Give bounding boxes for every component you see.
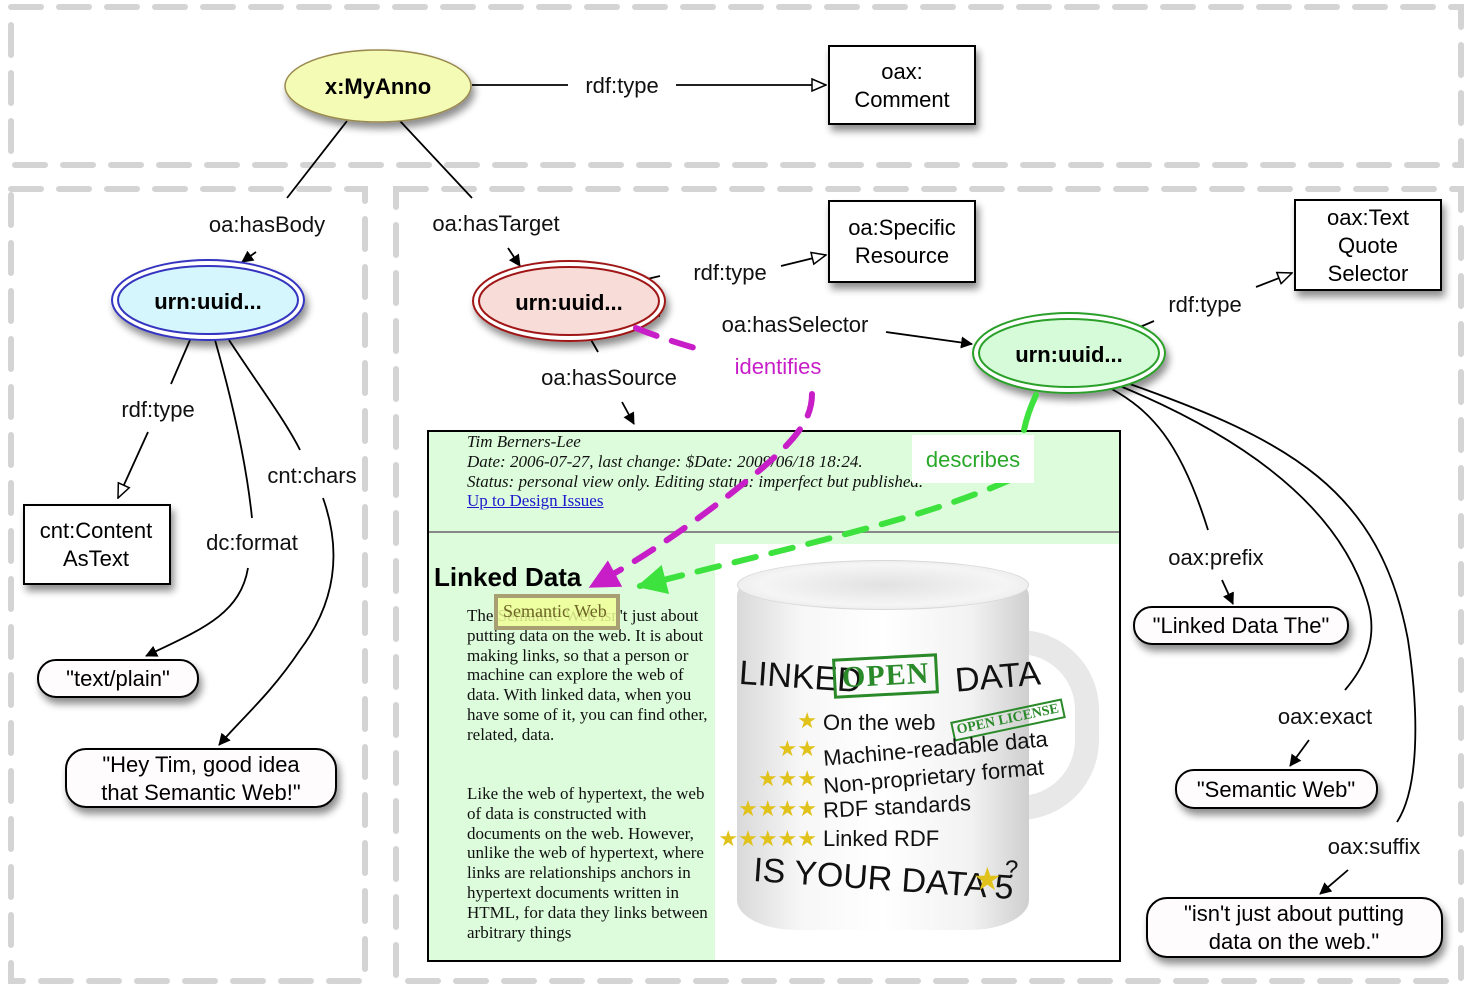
literal-suffix-box[interactable] (1146, 897, 1443, 958)
edge-label-body-type: rdf:type (121, 397, 194, 422)
node-annotation[interactable] (284, 49, 472, 123)
class-content-as-text-box[interactable] (23, 504, 171, 585)
literal-chars-line1: "Hey Tim, good idea (102, 752, 300, 777)
webpage-status: Status: personal view only. Editing stat… (467, 472, 924, 491)
literal-exact-box[interactable] (1175, 769, 1378, 809)
webpage-paragraph-2: Like the web of hypertext, the web of da… (467, 784, 708, 942)
target-group-box (393, 186, 1464, 984)
annotation-group-box (8, 4, 1464, 168)
mug-row-1-stars: ★ (797, 708, 817, 733)
mug-row-2-stars: ★★ (777, 736, 817, 761)
mug-row-5-stars: ★★★★★ (718, 826, 817, 851)
edge-cnt-chars-b (218, 497, 335, 746)
mug-rim (737, 560, 1029, 610)
class-text-quote-selector-line2: Quote (1338, 233, 1398, 258)
node-target[interactable] (472, 260, 666, 342)
mug-question-mark: ? (1005, 856, 1019, 883)
edge-body-type-a (170, 339, 191, 385)
edge-label-anno-type: rdf:type (585, 73, 658, 98)
edge-label-cnt-chars: cnt:chars (267, 463, 356, 488)
edge-selector-type-b (1255, 273, 1292, 288)
mug-row-5-text: Linked RDF (823, 826, 940, 851)
edge-suffix-a (1123, 381, 1417, 823)
mug-row-4-stars: ★★★★ (738, 796, 817, 821)
edge-label-prefix: oax:prefix (1168, 545, 1263, 570)
edge-has-source-b (621, 401, 635, 425)
class-text-quote-selector-box[interactable] (1294, 199, 1442, 291)
literal-format-box[interactable] (37, 659, 199, 698)
webpage-author: Tim Berners-Lee (467, 432, 581, 451)
node-target-label: urn:uuid... (515, 290, 623, 315)
literal-prefix-box[interactable] (1133, 606, 1349, 645)
node-selector-label: urn:uuid... (1015, 342, 1123, 367)
webpage-design-issues-link[interactable]: Up to Design Issues (467, 491, 604, 510)
class-comment-line1: oax: (881, 59, 923, 84)
edge-label-has-target: oa:hasTarget (432, 211, 559, 236)
webpage-header: Tim Berners-Lee Date: 2006-07-27, last c… (429, 432, 1119, 544)
edge-cnt-chars-a (228, 339, 301, 451)
node-body[interactable] (111, 259, 305, 341)
class-text-quote-selector-line1: oax:Text (1327, 205, 1409, 230)
edge-body-type-b (117, 431, 149, 498)
edge-label-has-body: oa:hasBody (209, 212, 325, 237)
class-specific-resource-box[interactable] (828, 200, 976, 283)
node-annotation-label: x:MyAnno (325, 74, 431, 99)
edge-has-body-b (241, 250, 257, 263)
class-specific-resource-line1: oa:Specific (848, 215, 956, 240)
edge-suffix-b (1319, 869, 1349, 895)
source-webpage: Tim Berners-Lee Date: 2006-07-27, last c… (427, 430, 1121, 962)
node-selector[interactable] (972, 312, 1166, 394)
edge-exact-a (1119, 385, 1373, 691)
literal-chars-line2: that Semantic Web!" (101, 780, 300, 805)
class-comment-line2: Comment (854, 87, 949, 112)
edge-label-dc-format: dc:format (206, 530, 298, 555)
class-content-as-text-line2: AsText (63, 546, 129, 571)
edge-dc-format-a (214, 339, 253, 519)
edge-selector-type-a (1139, 320, 1155, 328)
edge-prefix-a (1109, 387, 1209, 531)
edge-prefix-b (1221, 579, 1234, 605)
mug-title-data: DATA (953, 654, 1043, 700)
edge-has-selector-b (885, 331, 973, 349)
mug-row-3-stars: ★★★ (757, 766, 817, 791)
literal-exact-text: "Semantic Web" (1197, 777, 1355, 802)
literal-suffix-line2: data on the web." (1209, 929, 1380, 954)
selected-text-highlight[interactable]: Semantic Web (494, 594, 620, 630)
linked-open-data-mug-image: LINKED OPEN DATA OPEN LICENSE ★ On the w… (718, 560, 1099, 932)
class-specific-resource-line2: Resource (855, 243, 949, 268)
edge-has-target-a (399, 120, 473, 199)
edge-label-has-source: oa:hasSource (541, 365, 677, 390)
edge-label-suffix-bg (1315, 826, 1433, 858)
edge-has-body-a (286, 120, 348, 199)
mug-title-open-stamp: OPEN (832, 653, 940, 699)
class-text-quote-selector-line3: Selector (1328, 261, 1409, 286)
literal-prefix-text: "Linked Data The" (1153, 613, 1330, 638)
webpage-divider (429, 531, 1119, 533)
literal-chars-box[interactable] (65, 748, 337, 808)
mug-body (737, 580, 1029, 930)
body-group-box (8, 186, 368, 984)
literal-format-text: "text/plain" (66, 666, 170, 691)
mug-row-1-text: On the web (823, 710, 936, 735)
edge-exact-b (1289, 739, 1310, 767)
node-body-label: urn:uuid... (154, 289, 262, 314)
webpage-heading: Linked Data (434, 562, 582, 592)
edge-dc-format-b (145, 567, 249, 657)
edge-label-target-type: rdf:type (693, 260, 766, 285)
edge-label-suffix: oax:suffix (1328, 834, 1421, 859)
mug-question-star: ★ (973, 861, 1002, 897)
edge-label-selector-type: rdf:type (1168, 292, 1241, 317)
edge-label-has-selector: oa:hasSelector (722, 312, 869, 337)
literal-suffix-line1: "isn't just about putting (1184, 901, 1404, 926)
class-content-as-text-line1: cnt:Content (40, 518, 153, 543)
class-comment-box[interactable] (828, 45, 976, 125)
edge-has-target-b (507, 247, 521, 267)
edge-label-exact: oax:exact (1278, 704, 1372, 729)
edge-target-type-b (780, 255, 826, 267)
webpage-date: Date: 2006-07-27, last change: $Date: 20… (467, 452, 863, 471)
